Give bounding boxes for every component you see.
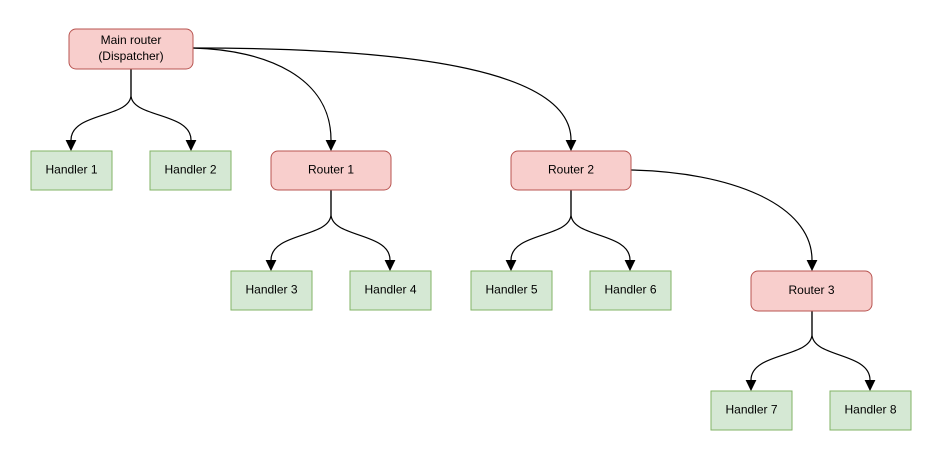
router-1-shape <box>270 150 392 191</box>
handler-2-shape <box>149 150 232 191</box>
edge-main-to-handler-1 <box>70 68 132 141</box>
node-main-router[interactable]: Main router(Dispatcher) <box>68 28 194 70</box>
arrow-handler-7-icon <box>745 380 757 392</box>
edge-main-to-router-1 <box>192 47 332 141</box>
node-handler-8[interactable]: Handler 8 <box>829 390 912 431</box>
edge-router-2-to-handler-5 <box>510 189 572 261</box>
node-handler-4[interactable]: Handler 4 <box>349 270 432 311</box>
edge-router-2-to-handler-6 <box>570 189 631 261</box>
arrow-router-1-icon <box>325 140 337 152</box>
node-handler-6[interactable]: Handler 6 <box>589 270 672 311</box>
arrow-handler-6-icon <box>624 260 636 272</box>
edge-router-1-to-handler-3 <box>270 189 332 261</box>
router-2-shape <box>510 150 632 191</box>
handler-6-shape <box>589 270 672 311</box>
arrow-handler-2-icon <box>185 140 197 152</box>
arrow-router-2-icon <box>565 140 577 152</box>
router-3-shape <box>750 270 873 312</box>
arrow-handler-4-icon <box>384 260 396 272</box>
node-router-3[interactable]: Router 3 <box>750 270 873 312</box>
arrow-handler-1-icon <box>65 140 77 152</box>
handler-1-shape <box>30 150 113 191</box>
edge-main-to-router-2 <box>192 47 572 141</box>
edge-router-3-to-handler-7 <box>750 310 813 381</box>
main-router-shape <box>68 28 194 70</box>
arrow-handler-8-icon <box>864 380 876 392</box>
arrow-router-3-icon <box>806 260 818 272</box>
edges-layer <box>70 47 871 381</box>
node-handler-7[interactable]: Handler 7 <box>710 390 793 431</box>
node-router-2[interactable]: Router 2 <box>510 150 632 191</box>
arrowheads-layer <box>65 140 876 392</box>
edge-router-3-to-handler-8 <box>811 310 871 381</box>
handler-8-shape <box>829 390 912 431</box>
edge-router-2-to-router-3 <box>630 169 813 261</box>
node-handler-5[interactable]: Handler 5 <box>470 270 553 311</box>
node-router-1[interactable]: Router 1 <box>270 150 392 191</box>
node-handler-2[interactable]: Handler 2 <box>149 150 232 191</box>
arrow-handler-3-icon <box>265 260 277 272</box>
handler-7-shape <box>710 390 793 431</box>
nodes-layer: Main router(Dispatcher) Handler 1 Handler … <box>30 28 912 431</box>
edge-router-1-to-handler-4 <box>330 189 391 261</box>
handler-3-shape <box>230 270 313 311</box>
handler-5-shape <box>470 270 553 311</box>
node-handler-1[interactable]: Handler 1 <box>30 150 113 191</box>
arrow-handler-5-icon <box>505 260 517 272</box>
handler-4-shape <box>349 270 432 311</box>
node-handler-3[interactable]: Handler 3 <box>230 270 313 311</box>
edge-main-to-handler-2 <box>130 68 192 141</box>
